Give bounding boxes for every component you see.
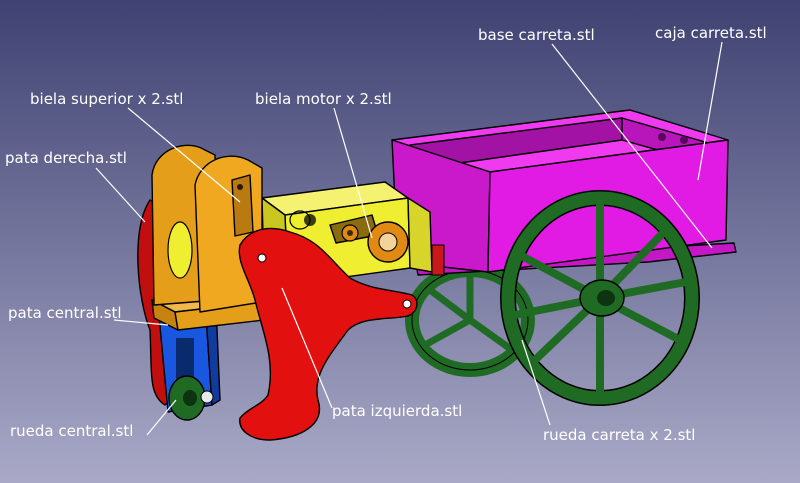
central-wheel	[168, 375, 214, 421]
leader-lines	[95, 41, 723, 436]
label-pata-derecha: pata derecha.stl	[5, 149, 127, 167]
label-pata-central: pata central.stl	[8, 304, 122, 322]
label-biela-motor: biela motor x 2.stl	[255, 90, 392, 108]
label-rueda-central: rueda central.stl	[10, 422, 133, 440]
label-caja-carreta: caja carreta.stl	[655, 24, 767, 42]
motor-link	[367, 221, 445, 276]
labels: base carreta.stl caja carreta.stl biela …	[5, 24, 767, 444]
label-rueda-carreta: rueda carreta x 2.stl	[543, 426, 695, 444]
label-base-carreta: base carreta.stl	[478, 26, 595, 44]
label-pata-izquierda: pata izquierda.stl	[332, 402, 462, 420]
cart-wheel-front	[500, 190, 700, 406]
label-biela-superior: biela superior x 2.stl	[30, 90, 183, 108]
left-leg	[238, 227, 418, 441]
